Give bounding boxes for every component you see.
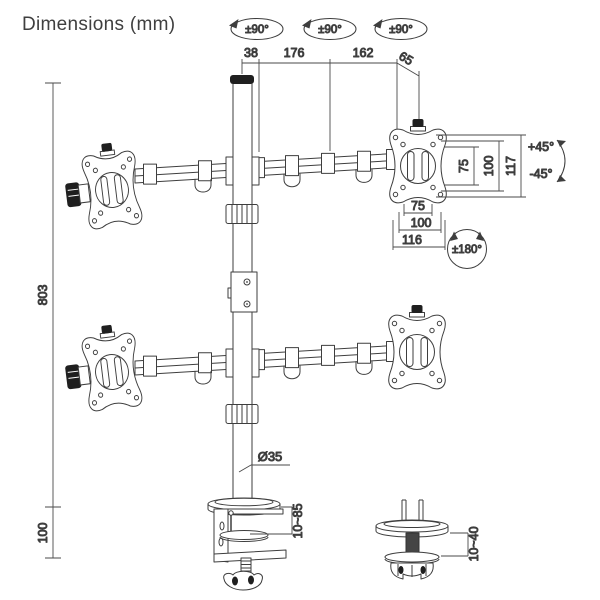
grommet-range-label: 10~40 [467,526,481,561]
vesa-pattern-width-label: 100 [411,216,432,230]
grommet-studs [401,499,424,522]
clamp-range-dimension: 10~85 [250,503,306,539]
dim-end-link-label: 65 [396,49,415,68]
rotation-label-pole: ±90° [245,24,269,36]
vesa-vertical-dimension-lines [436,134,526,198]
pole-collar-lower [225,404,259,424]
pole-top-cap [230,75,254,84]
vesa-slot-height-label: 75 [457,159,471,173]
tilt-arrow-down [557,175,566,182]
grommet-lower-plate [384,551,440,563]
rotation-label-mid: ±90° [318,24,342,36]
pole-diameter-label: Ø35 [258,449,283,464]
clamp-knob [223,570,263,591]
height-dimension-lines [45,82,61,559]
dim-outer-arm-label: 162 [353,46,374,60]
tilt-down-label: -45° [529,167,552,181]
vesa-plate-width-label: 116 [402,233,422,247]
swivel-label: ±180° [452,244,482,256]
vesa-plate-lower-left [61,322,143,414]
below-desk-height-label: 100 [36,523,50,544]
swivel-arrow-left [450,231,458,241]
rotation-annotations: ±90° ±90° ±90° [228,18,428,40]
rotation-label-end: ±90° [389,24,413,36]
vesa-plate-height-label: 117 [504,156,518,176]
clamp-range-label: 10~85 [291,503,305,538]
vesa-hole-width-label: 75 [411,199,425,213]
upper-crossbar [134,149,403,193]
clamp-lower-jaw [213,549,287,563]
clamp-top-jaw [227,508,284,515]
pole-collar-upper [225,204,259,224]
desk-clamp-mount [207,497,287,591]
tilt-arrow-up [557,140,566,147]
pole-height-label: 803 [36,285,50,306]
dim-inner-arm-label: 176 [284,46,305,60]
pole-joint-plate [227,271,258,313]
vesa-plate-lower-right [388,304,446,390]
pole [225,75,259,502]
vesa-plate-upper-left [61,140,143,232]
vesa-plate-upper-right [389,118,447,204]
tilt-annotation: +45° -45° [527,140,566,183]
vesa-horizontal-dimension-lines [392,204,446,250]
lower-crossbar [134,341,403,385]
page-title: Dimensions (mm) [22,14,176,35]
grommet-mount [375,499,449,580]
vesa-hole-height-label: 100 [482,156,496,177]
tilt-up-label: +45° [528,140,554,154]
clamp-spacer-foot [219,530,269,540]
swivel-arrow-right [476,231,484,241]
dim-pole-offset-label: 38 [244,46,258,60]
arm-dimension-lines [241,59,420,152]
swivel-annotation: ±180° [447,229,487,269]
pole-diameter-annotation: Ø35 [238,449,290,473]
grommet-range-dimension: 10~40 [441,526,482,562]
